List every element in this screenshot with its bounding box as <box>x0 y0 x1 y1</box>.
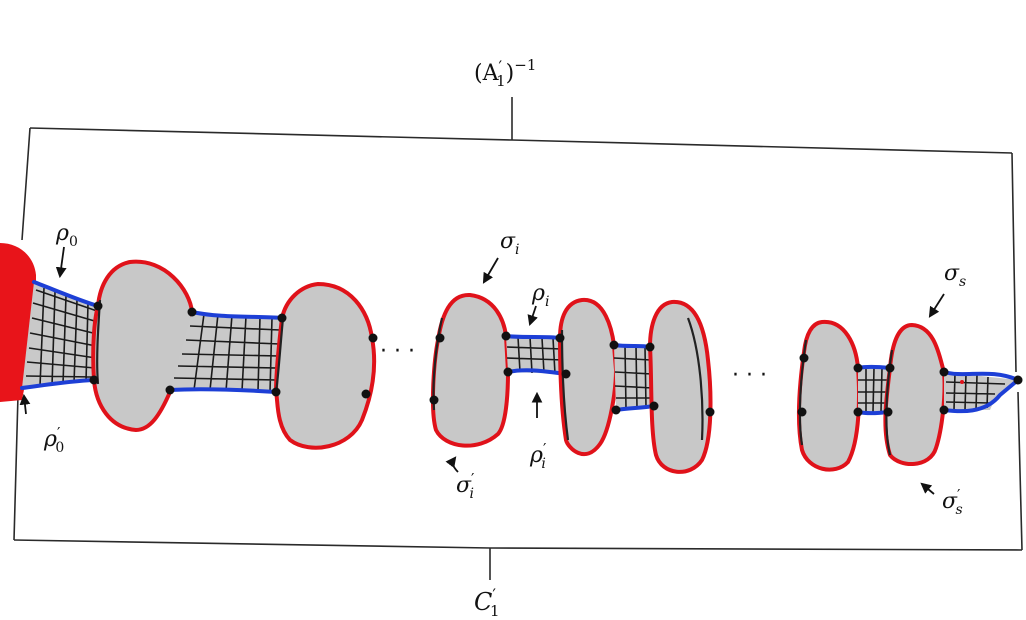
band-1 <box>170 312 282 392</box>
arrow-sigma-s-prime <box>920 482 935 495</box>
vertex <box>799 353 809 363</box>
label-sigma-s-prime: σ′s <box>942 486 963 518</box>
ellipsis-left: · · · <box>380 339 415 364</box>
band-4-top-edge <box>612 343 652 349</box>
arrow-rho-0 <box>55 246 67 279</box>
vertex <box>501 331 511 341</box>
bottom-frame-line <box>13 539 1023 551</box>
band-s-top-edge <box>942 370 1020 382</box>
region-6 <box>796 319 861 472</box>
vertex <box>89 375 99 385</box>
label-rho-0: ρ0 <box>55 221 78 250</box>
band-s-grid <box>945 372 1006 411</box>
band-i <box>506 336 566 374</box>
vertex <box>429 395 439 405</box>
vertex <box>277 313 287 323</box>
label-sigma-i: σi <box>500 229 520 258</box>
band-1-top-edge <box>190 310 284 320</box>
band-4 <box>614 345 654 410</box>
arrow-sigma-i <box>482 257 499 284</box>
vertex <box>93 301 103 311</box>
arrow-rho-i <box>527 305 538 327</box>
vertex <box>883 407 893 417</box>
region-4-outline <box>560 329 570 441</box>
band-6-top-edge <box>856 364 892 370</box>
vertex <box>503 367 513 377</box>
arrow-sigma-s <box>928 293 945 318</box>
band-i-grid <box>506 336 565 375</box>
label-bottom: C′1 <box>474 585 500 620</box>
vertex <box>705 407 715 417</box>
band-1-bottom-edge <box>168 387 278 394</box>
band-0-grid <box>25 287 101 387</box>
band-0-top-edge <box>32 280 100 308</box>
vertex <box>609 340 619 350</box>
vertex <box>1013 375 1023 385</box>
band-0-bottom-edge <box>20 378 96 390</box>
arrow-rho-0-prime <box>19 393 31 415</box>
region-2 <box>274 282 377 450</box>
label-rho-0-prime: ρ′0 <box>43 424 64 456</box>
vertex <box>611 405 621 415</box>
vertex <box>368 333 378 343</box>
vertex <box>853 363 863 373</box>
band-1-grid <box>173 313 281 393</box>
vertex <box>649 401 659 411</box>
vertex <box>797 407 807 417</box>
band-s-bottom-edge <box>942 378 1020 414</box>
vertex <box>939 405 949 415</box>
arrow-sigma-i-prime <box>445 456 459 473</box>
red-point <box>960 380 964 384</box>
region-5-outline <box>686 317 704 441</box>
top-frame-line <box>29 127 1013 154</box>
band-i-top-edge <box>504 334 562 340</box>
right-frame-line <box>1011 152 1023 551</box>
vertex <box>271 387 281 397</box>
vertex <box>165 385 175 395</box>
vertex <box>885 363 895 373</box>
vertex <box>853 407 863 417</box>
region-sigma-s <box>883 323 947 467</box>
vertex <box>939 367 949 377</box>
ellipsis-right: · · · <box>732 363 767 388</box>
band-6-grid <box>858 367 889 413</box>
vertex <box>555 333 565 343</box>
region-1 <box>91 259 195 432</box>
vertices <box>89 301 1023 417</box>
vertex <box>187 307 197 317</box>
label-sigma-s: σs <box>944 261 966 290</box>
label-rho-i-prime: ρ′i <box>529 440 547 472</box>
region-sigma-i <box>430 292 510 448</box>
label-top: (A′1)−1 <box>474 56 536 90</box>
band-4-grid <box>613 345 654 410</box>
region-6-outline <box>798 339 808 446</box>
band-6-bottom-edge <box>856 410 890 416</box>
vertex <box>361 389 371 399</box>
vertex <box>561 369 571 379</box>
vertex <box>645 342 655 352</box>
left-frame-line <box>13 127 31 541</box>
vertex <box>435 333 445 343</box>
label-sigma-i-prime: σ′i <box>456 470 475 502</box>
label-rho-i: ρi <box>531 281 549 310</box>
